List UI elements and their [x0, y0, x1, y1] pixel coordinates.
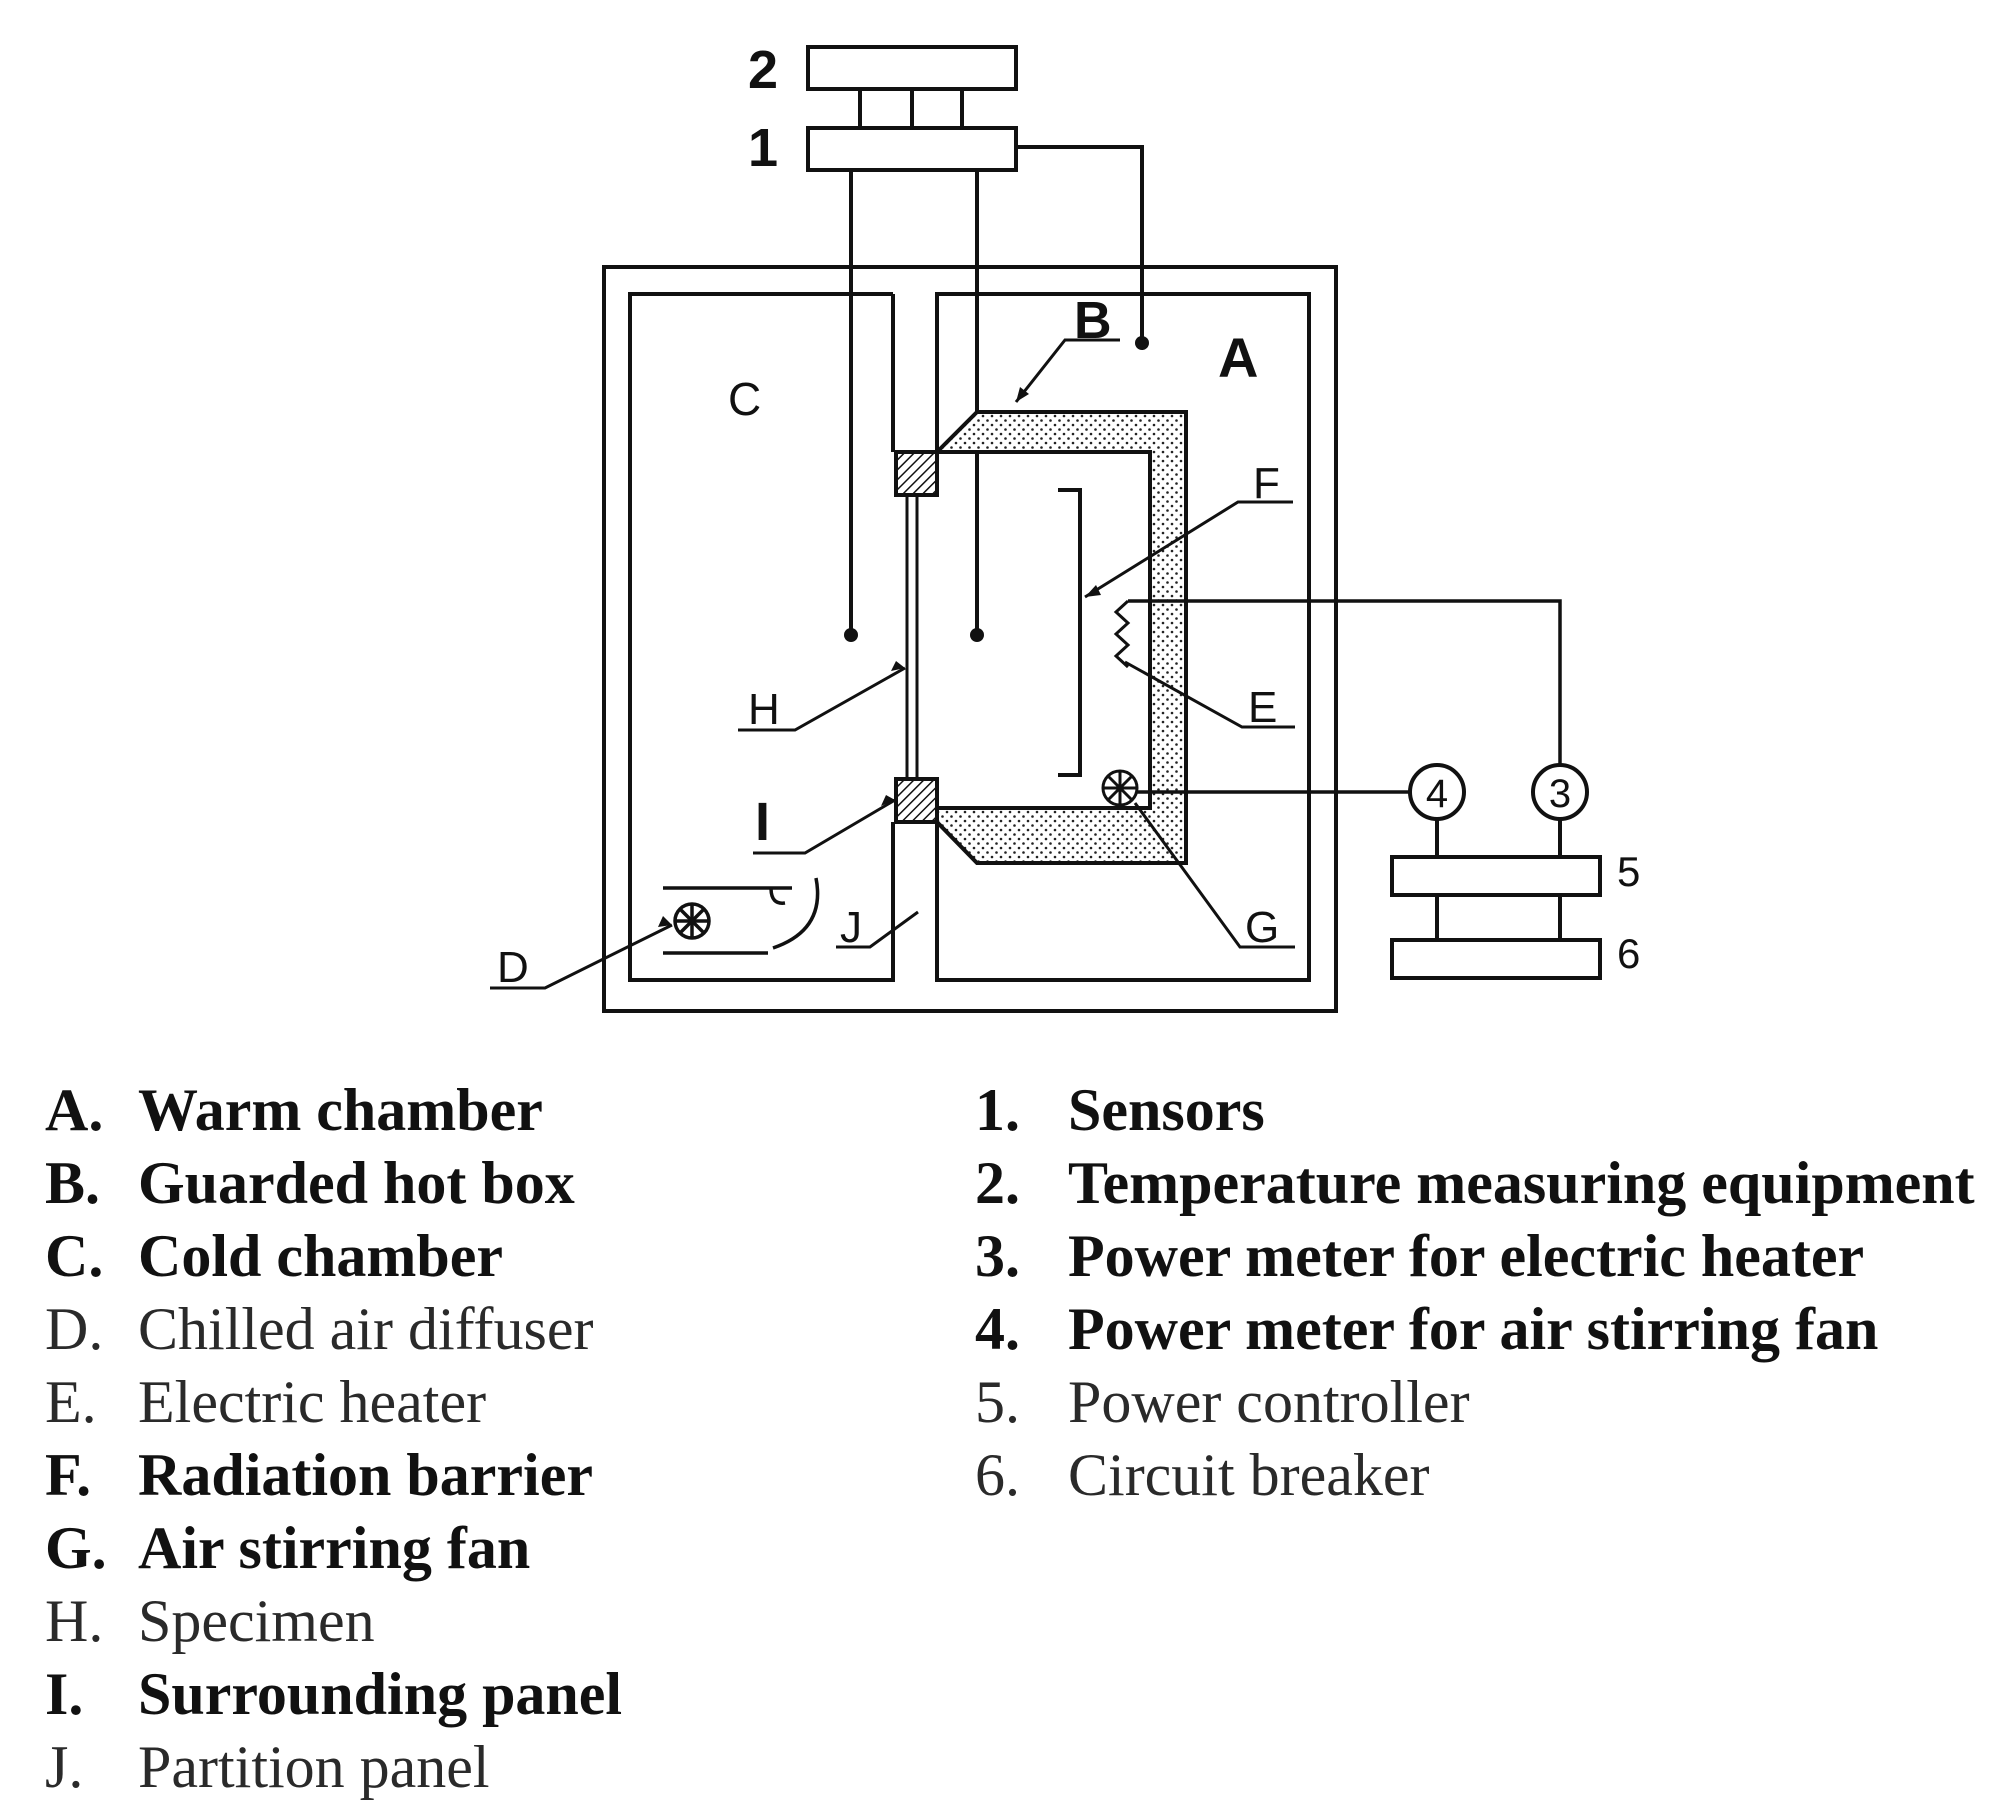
legend-key: B. [45, 1150, 101, 1216]
label-n3: 3 [1549, 772, 1571, 816]
legend-text: Specimen [138, 1588, 375, 1654]
warm-chamber-wall [935, 292, 1311, 982]
legend-item: C. Cold chamber [45, 1220, 622, 1293]
label-f: F [1253, 459, 1280, 508]
legend-item: 1. Sensors [975, 1074, 1975, 1147]
legend-text: Electric heater [138, 1369, 487, 1435]
legend-text: Guarded hot box [138, 1150, 575, 1216]
leader-e [1124, 660, 1295, 729]
sensors-box [806, 126, 1018, 172]
label-h: H [748, 685, 780, 734]
surrounding-panel-top [894, 450, 939, 497]
legend-key: F. [45, 1442, 92, 1508]
legend-text: Partition panel [138, 1734, 490, 1800]
legend-item: B. Guarded hot box [45, 1147, 622, 1220]
legend-item: 3. Power meter for electric heater [975, 1220, 1975, 1293]
temperature-equipment-box [806, 45, 1018, 91]
legend-text: Temperature measuring equipment [1068, 1150, 1975, 1216]
leader-j [836, 910, 919, 949]
label-n4: 4 [1426, 772, 1448, 816]
legend-text: Surrounding panel [138, 1661, 623, 1727]
legend-key: G. [45, 1515, 107, 1581]
guarded-hot-box-shell [932, 410, 1188, 865]
legend-item: G. Air stirring fan [45, 1512, 622, 1585]
legend-item: 4. Power meter for air stirring fan [975, 1293, 1975, 1366]
guarded-hot-box-diagram: A B C D E F G H I J 2 1 4 3 5 6 [490, 40, 1640, 1013]
sensor-point-warm-inner [970, 628, 984, 642]
legend-key: D. [45, 1296, 104, 1362]
air-stirring-fan [1101, 769, 1139, 807]
outer-enclosure [602, 265, 1338, 1013]
legend-key: E. [45, 1369, 97, 1435]
legend-key: 6. [975, 1442, 1020, 1508]
label-i: I [755, 792, 770, 852]
legend-text: Radiation barrier [138, 1442, 593, 1508]
legend-key: A. [45, 1077, 104, 1143]
legend-item: E. Electric heater [45, 1366, 622, 1439]
legend-text: Power meter for electric heater [1068, 1223, 1865, 1289]
heater-wire [1128, 599, 1562, 765]
legend-text: Air stirring fan [138, 1515, 531, 1581]
legend-key: 1. [975, 1077, 1020, 1143]
radiation-barrier [1058, 488, 1082, 777]
legend-item: 2. Temperature measuring equipment [975, 1147, 1975, 1220]
label-n5: 5 [1617, 848, 1640, 895]
legend-text: Power meter for air stirring fan [1068, 1296, 1879, 1362]
surrounding-panel-bottom [894, 777, 939, 824]
legend-item: H. Specimen [45, 1585, 622, 1658]
sensor-point-warm [1135, 336, 1149, 350]
leader-f [1084, 500, 1293, 599]
legend-key: 3. [975, 1223, 1020, 1289]
legend-text: Power controller [1068, 1369, 1470, 1435]
leader-b [1014, 338, 1120, 403]
legend-item: 5. Power controller [975, 1366, 1975, 1439]
label-e: E [1248, 683, 1277, 732]
label-n2: 2 [748, 40, 778, 100]
legend-key: 5. [975, 1369, 1020, 1435]
legend-key: 4. [975, 1296, 1020, 1362]
legend-text: Chilled air diffuser [138, 1296, 594, 1362]
label-n6: 6 [1617, 930, 1640, 977]
legend-item: F. Radiation barrier [45, 1439, 622, 1512]
legend-key: 2. [975, 1150, 1020, 1216]
leader-h [738, 666, 906, 732]
sensor-point-cold [844, 628, 858, 642]
legend-key: J. [45, 1734, 84, 1800]
legend-item: A. Warm chamber [45, 1074, 622, 1147]
legend-text: Sensors [1068, 1077, 1265, 1143]
legend-key: C. [45, 1223, 104, 1289]
label-n1: 1 [748, 118, 778, 178]
label-c: C [728, 373, 761, 425]
legend-right: 1. Sensors 2. Temperature measuring equipme… [975, 1074, 1975, 1512]
label-g: G [1245, 903, 1279, 952]
leader-g [1133, 802, 1295, 949]
legend-item: I. Surrounding panel [45, 1658, 622, 1731]
leader-i [753, 798, 896, 855]
legend-item: D. Chilled air diffuser [45, 1293, 622, 1366]
chilled-air-diffuser [663, 877, 820, 955]
label-a: A [1218, 326, 1258, 389]
circuit-breaker-box [1390, 938, 1602, 980]
legend-item: J. Partition panel [45, 1731, 622, 1804]
legend-key: H. [45, 1588, 104, 1654]
cold-chamber-wall [628, 292, 895, 982]
label-b: B [1074, 292, 1112, 350]
legend-item: 6. Circuit breaker [975, 1439, 1975, 1512]
leader-d [490, 923, 673, 990]
power-controller-box [1390, 855, 1602, 897]
legend-text: Cold chamber [138, 1223, 503, 1289]
legend-text: Circuit breaker [1068, 1442, 1430, 1508]
legend-key: I. [45, 1661, 84, 1727]
sensor-lead-warm [1016, 145, 1144, 340]
label-j: J [840, 903, 862, 952]
legend-text: Warm chamber [138, 1077, 543, 1143]
electric-heater [1113, 599, 1131, 669]
label-d: D [497, 943, 529, 992]
